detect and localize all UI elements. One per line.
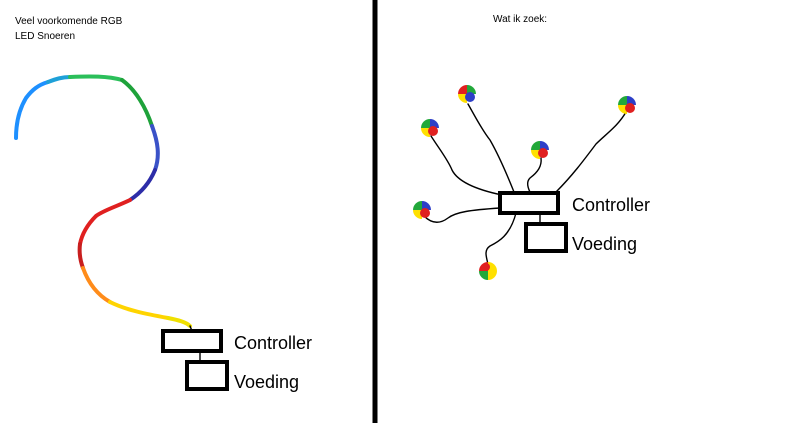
- rgb-led-icon: [458, 85, 467, 94]
- led-group-2: [458, 85, 476, 103]
- rgb-led-icon-blue: [467, 85, 476, 94]
- right-power-box: [524, 222, 568, 253]
- rgb-led-icon-blue: [422, 201, 431, 210]
- rgb-led-icon-red: [420, 208, 430, 218]
- left-controller-box: [161, 329, 223, 353]
- wire-led-4: [555, 111, 627, 193]
- rgb-led-icon-yellow: [479, 271, 488, 280]
- rgb-led-icon: [413, 201, 422, 210]
- rgb-led-icon: [618, 96, 627, 105]
- rgb-led-icon-red: [538, 148, 548, 158]
- wire-led-2: [467, 103, 515, 193]
- rgb-led-icon-blue: [488, 262, 497, 271]
- rgb-led-icon: [531, 141, 540, 150]
- rgb-led-icon-blue: [627, 96, 636, 105]
- strip-segment-yellow2: [166, 316, 192, 328]
- rgb-led-icon-blue: [430, 119, 439, 128]
- strip-segment-darkgreen: [120, 78, 154, 128]
- wire-led-1: [430, 135, 503, 196]
- wire-led-6: [485, 212, 517, 265]
- right-power-label: Voeding: [572, 234, 637, 254]
- rgb-led-icon-yellow: [618, 105, 627, 114]
- strip-segment-cyan: [46, 75, 72, 84]
- rgb-led-icon-red: [465, 92, 475, 102]
- left-heading-line1: Veel voorkomende RGB: [15, 16, 123, 27]
- wire-led-3: [527, 157, 542, 193]
- rgb-led-strip: [14, 74, 193, 332]
- strip-segment-green: [68, 74, 124, 82]
- rgb-led-icon-yellow: [458, 94, 467, 103]
- right-controller-box: [498, 191, 560, 215]
- rgb-led-icon-yellow: [531, 150, 540, 159]
- right-heading: Wat ik zoek:: [493, 14, 547, 25]
- wire-led-5: [423, 207, 501, 223]
- left-panel: Veel voorkomende RGB LED Snoeren Control…: [14, 16, 312, 392]
- strip-segment-orange: [81, 266, 112, 304]
- led-group-5: [413, 201, 431, 219]
- strip-segment-blue: [14, 80, 50, 140]
- rgb-led-icon-bluequarter: [488, 271, 497, 280]
- strip-segment-navy: [128, 168, 157, 202]
- led-group-1: [421, 119, 439, 137]
- left-heading-line2: LED Snoeren: [15, 31, 75, 42]
- strip-segment-darkred: [77, 242, 85, 270]
- strip-segment-indigo: [150, 124, 160, 172]
- rgb-led-icon-red: [625, 103, 635, 113]
- right-controller-label: Controller: [572, 195, 650, 215]
- led-group-4: [618, 96, 636, 114]
- led-group-3: [531, 141, 549, 159]
- led-group-6: [479, 262, 497, 280]
- left-controller-label: Controller: [234, 333, 312, 353]
- rgb-led-icon-yellow: [421, 128, 430, 137]
- rgb-led-icon: [421, 119, 430, 128]
- strip-segment-yellow: [108, 300, 170, 320]
- rgb-led-icon-red: [428, 126, 438, 136]
- left-power-label: Voeding: [234, 372, 299, 392]
- rgb-led-icon-yellow: [413, 210, 422, 219]
- left-power-box: [185, 360, 229, 391]
- led-wires: [423, 103, 627, 265]
- right-panel: Wat ik zoek:: [413, 14, 650, 280]
- strip-segment-red: [78, 198, 132, 246]
- rgb-led-icon-red: [482, 263, 490, 271]
- rgb-led-icon-blue: [540, 141, 549, 150]
